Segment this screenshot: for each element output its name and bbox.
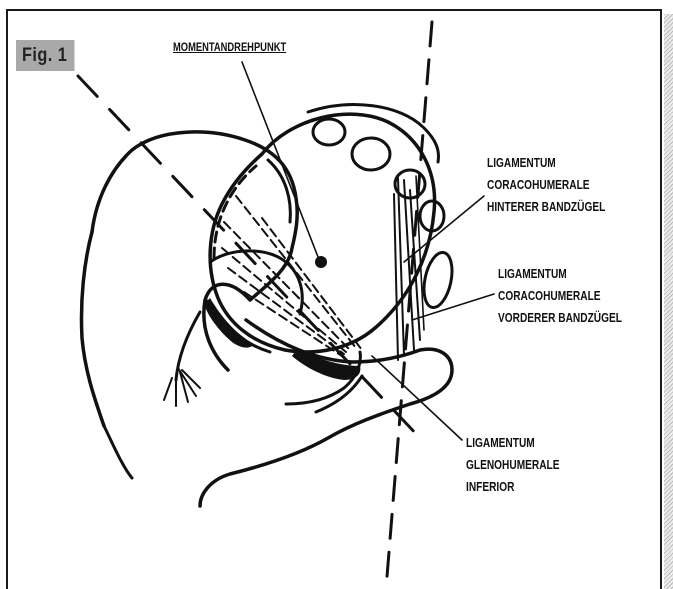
glenoid-fossa xyxy=(308,105,438,162)
label-line: INFERIOR xyxy=(466,476,560,498)
label-coracohumerale-hinterer: LIGAMENTUM CORACOHUMERALE HINTERER BANDZ… xyxy=(487,152,605,218)
pivot-point xyxy=(315,256,327,268)
coracohumeral-lig-3 xyxy=(394,194,398,360)
body-outline-left xyxy=(81,232,104,426)
humeral-head xyxy=(210,114,434,352)
label-coracohumerale-vorderer: LIGAMENTUM CORACOHUMERALE VORDERER BANDZ… xyxy=(498,263,622,329)
diagonal-axis-line xyxy=(78,76,420,438)
label-line: LIGAMENTUM xyxy=(487,152,605,174)
vertical-axis-line xyxy=(386,22,432,589)
cuff-loop-1 xyxy=(313,119,345,145)
label-line: CORACOHUMERALE xyxy=(487,174,605,196)
axilla-strands xyxy=(164,368,200,406)
scapula-finger-contour-2 xyxy=(316,376,362,412)
label-glenohumerale-inferior: LIGAMENTUM GLENOHUMERALE INFERIOR xyxy=(466,432,560,498)
cuff-loop-2 xyxy=(352,138,390,170)
pointer-inferior xyxy=(372,356,462,440)
label-line: HINTERER BANDZÜGEL xyxy=(487,196,605,218)
axilla-band xyxy=(204,298,254,348)
lower-body-outline xyxy=(104,426,132,478)
label-line: LIGAMENTUM xyxy=(498,263,622,285)
label-line: GLENOHUMERALE xyxy=(466,454,560,476)
label-line: VORDERER BANDZÜGEL xyxy=(498,307,622,329)
label-line: CORACOHUMERALE xyxy=(498,285,622,307)
label-line: LIGAMENTUM xyxy=(466,432,560,454)
figure-number-label: Fig. 1 xyxy=(16,40,74,71)
coracohumeral-lig-1 xyxy=(398,178,404,356)
pivot-point-label: MOMENTANDREHPUNKT xyxy=(173,39,286,55)
